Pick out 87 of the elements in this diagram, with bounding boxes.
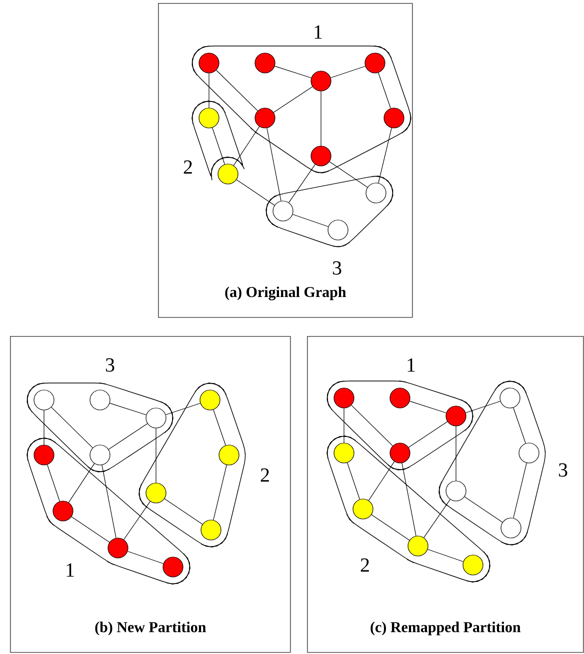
vertex-circle <box>254 52 276 74</box>
partition-outline: 1 <box>26 438 190 584</box>
edge-line <box>378 72 391 109</box>
vertex-circle <box>272 200 294 222</box>
vertex-circle <box>146 482 166 504</box>
vertex-circle <box>446 406 466 426</box>
edge-line <box>47 464 60 502</box>
node-label: 2 <box>184 160 192 174</box>
vertex-circle <box>334 442 354 464</box>
edge-line <box>329 161 368 188</box>
edge-line <box>408 421 448 448</box>
vertex-circle <box>366 182 386 204</box>
edge-line <box>233 126 260 166</box>
edge-line <box>108 423 148 450</box>
vertex-circle <box>334 388 354 408</box>
node-label: 1 <box>408 358 415 372</box>
vertex-circle <box>390 388 410 408</box>
node-label: 3 <box>106 358 114 372</box>
vertex-circle <box>408 536 428 556</box>
vertex-circle <box>198 52 220 74</box>
vertex-circle <box>352 498 374 520</box>
edge-line <box>320 91 322 146</box>
edge-line <box>347 462 360 500</box>
vertex-circle <box>162 556 184 578</box>
edge-line <box>71 516 110 543</box>
edge-line <box>124 501 150 540</box>
edge-line <box>102 464 116 538</box>
node-label: 3 <box>332 261 342 275</box>
vertex-circle <box>390 442 410 464</box>
edge-line <box>236 179 275 206</box>
edge-line <box>464 496 503 523</box>
edge-line <box>68 463 95 503</box>
edge-line <box>368 461 395 501</box>
edge-line <box>292 214 329 227</box>
edge-line <box>266 128 282 202</box>
vertex-circle <box>518 442 540 464</box>
vertex-circle <box>52 500 74 522</box>
vertex-circle <box>198 108 220 128</box>
edge-line <box>402 462 416 536</box>
edge-line <box>164 498 203 525</box>
vertex-circle <box>500 518 522 538</box>
edge-line <box>51 406 93 448</box>
vertex-circle <box>384 108 404 128</box>
vertex-circle <box>462 554 484 576</box>
vertex-circle <box>500 388 520 408</box>
vertex-circle <box>34 444 54 466</box>
edge-line <box>465 400 501 414</box>
edge-line <box>208 73 210 108</box>
edge-line <box>513 462 527 518</box>
edge-line <box>216 70 258 112</box>
vertex-circle <box>108 538 128 558</box>
edge-line <box>110 402 146 416</box>
edge-line <box>213 464 227 520</box>
node-label: 1 <box>314 25 322 39</box>
vertex-circle <box>200 520 222 540</box>
vertex-circle <box>218 164 238 184</box>
edge-line <box>513 407 526 444</box>
vertex-circle <box>146 408 166 428</box>
edge-line <box>213 409 226 446</box>
vertex-circle <box>34 390 54 410</box>
vertex-circle <box>90 390 110 410</box>
edge-line <box>273 86 313 113</box>
vertex-circle <box>446 480 466 502</box>
edge-line <box>410 400 446 414</box>
edge-line <box>378 128 392 184</box>
edge-line <box>424 499 450 538</box>
vertex-circle <box>310 146 332 166</box>
vertex-circle <box>200 390 220 410</box>
partition-outline: 3 <box>266 176 394 275</box>
node-label: 2 <box>260 468 269 482</box>
partition-outline: 2 <box>326 436 490 582</box>
edge-line <box>330 66 366 78</box>
edge-line <box>351 404 393 446</box>
edge-line <box>127 551 164 564</box>
vertex-circle <box>218 444 240 466</box>
vertex-circle <box>364 52 386 74</box>
vertex-circle <box>310 70 332 92</box>
edge-line <box>427 549 464 562</box>
edge-line <box>288 164 316 203</box>
vertex-circle <box>90 444 110 466</box>
edge-line <box>371 514 410 541</box>
node-label: 3 <box>558 463 568 477</box>
edge-line <box>212 127 225 165</box>
edge-line <box>165 402 201 416</box>
vertex-circle <box>328 220 348 240</box>
edge-line <box>274 66 312 78</box>
vertex-circle <box>254 108 276 128</box>
